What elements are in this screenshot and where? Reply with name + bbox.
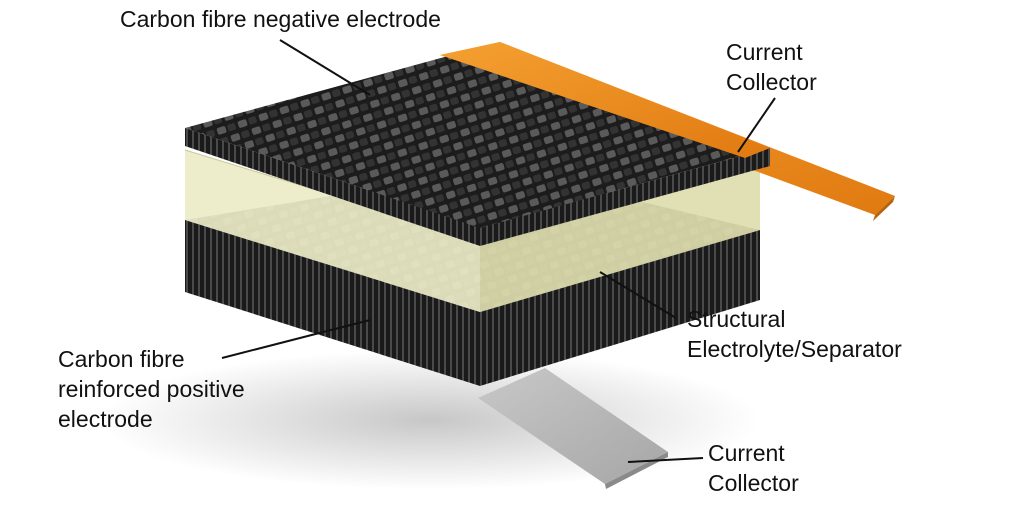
leader-positive-electrode [221,319,371,359]
negative-electrode-side [480,148,770,246]
leader-electrolyte [599,271,677,319]
electrolyte-side [480,160,760,312]
label-structural-electrolyte-line2: Electrolyte/Separator [687,336,902,362]
label-current-collector-bottom-line1: Current [708,440,785,466]
label-positive-electrode-line2: reinforced positive [58,376,245,402]
label-positive-electrode: Carbon fibre reinforced positive electro… [58,344,245,434]
label-current-collector-top-line1: Current [726,39,803,65]
top-current-collector-edge [873,196,895,221]
bottom-current-collector [478,368,668,484]
label-negative-electrode: Carbon fibre negative electrode [120,4,441,34]
negative-electrode-front [185,128,480,246]
label-structural-electrolyte: Structural Electrolyte/Separator [687,304,902,364]
leader-current-collector-bottom [627,457,704,463]
electrolyte-front [185,150,480,312]
label-negative-electrode-text: Carbon fibre negative electrode [120,6,441,32]
negative-electrode-top [185,50,770,228]
leader-negative-electrode [279,39,371,96]
label-positive-electrode-line3: electrode [58,406,153,432]
positive-electrode-side [480,230,760,386]
top-current-collector-overlap [440,42,770,158]
leader-current-collector-top [737,97,776,153]
label-structural-electrolyte-line1: Structural [687,306,786,332]
label-current-collector-top-line2: Collector [726,69,817,95]
label-current-collector-bottom-line2: Collector [708,470,799,496]
label-current-collector-bottom: Current Collector [708,438,799,498]
label-current-collector-top: Current Collector [726,37,817,97]
positive-electrode-front [185,220,480,386]
label-positive-electrode-line1: Carbon fibre [58,346,185,372]
